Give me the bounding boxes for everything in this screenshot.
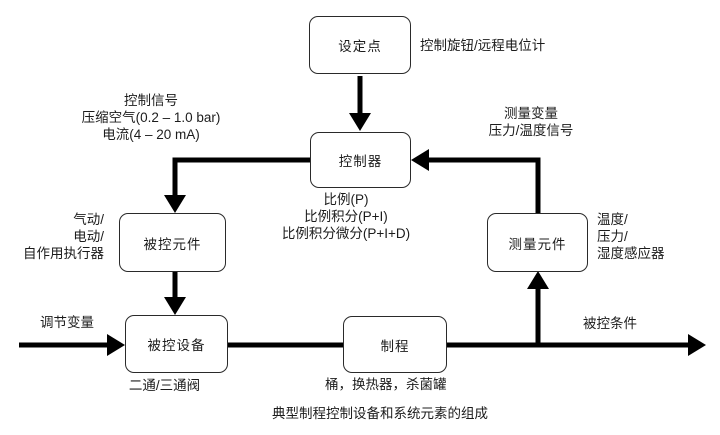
node-controlled-device: 被控设备: [125, 315, 228, 373]
node-process: 制程: [343, 316, 447, 373]
diagram-caption: 典型制程控制设备和系统元素的组成: [272, 406, 488, 421]
node-measuring-element: 测量元件: [487, 213, 588, 272]
label-control-signal-line2: 压缩空气(0.2 – 1.0 bar): [81, 110, 221, 125]
label-measured-variable: 测量变量 压力/温度信号: [451, 105, 611, 139]
label-control-signal-line1: 控制信号: [124, 93, 178, 108]
arrowhead-down-controller: [349, 113, 371, 131]
node-final-control-element: 被控元件: [119, 213, 226, 272]
node-setpoint: 设定点: [309, 16, 411, 74]
label-sensor-humidity: 湿度感应器: [597, 246, 665, 261]
arrowhead-right-output: [688, 334, 706, 356]
label-controlled-condition: 被控条件: [583, 316, 637, 331]
label-actuator-pneumatic: 气动/: [73, 212, 104, 227]
node-controller: 控制器: [310, 132, 411, 188]
label-control-modes: 比例(P) 比例积分(P+I) 比例积分微分(P+I+D): [246, 191, 446, 242]
label-actuator-types: 气动/ 电动/ 自作用执行器: [15, 211, 104, 262]
arrowhead-down-device: [164, 297, 186, 315]
label-process-examples: 桶，换热器，杀菌罐: [325, 377, 447, 392]
label-measured-variable-line1: 测量变量: [504, 106, 558, 121]
label-measured-variable-line2: 压力/温度信号: [488, 123, 574, 138]
label-control-signal-line3: 电流(4 – 20 mA): [102, 127, 200, 142]
label-sensor-temperature: 温度/: [597, 212, 628, 227]
label-sensor-pressure: 压力/: [597, 229, 628, 244]
arrowhead-up-measuring: [527, 271, 549, 289]
arrowhead-down-final-element: [164, 195, 186, 213]
label-setpoint-note: 控制旋钮/远程电位计: [420, 38, 546, 53]
label-control-mode-p: 比例(P): [323, 192, 369, 207]
label-actuator-electric: 电动/: [73, 229, 104, 244]
label-control-mode-pid: 比例积分微分(P+I+D): [281, 226, 411, 241]
label-manipulated-variable: 调节变量: [40, 315, 94, 330]
label-valve-types: 二通/三通阀: [128, 378, 201, 393]
label-control-signal: 控制信号 压缩空气(0.2 – 1.0 bar) 电流(4 – 20 mA): [61, 92, 241, 143]
label-sensor-types: 温度/ 压力/ 湿度感应器: [597, 211, 665, 262]
connector-measuring-to-controller: [429, 157, 541, 213]
arrowhead-right-device: [107, 334, 125, 356]
label-control-mode-pi: 比例积分(P+I): [304, 209, 388, 224]
arrowhead-left-controller: [411, 149, 429, 171]
label-actuator-selfacting: 自作用执行器: [23, 246, 104, 261]
connector-controller-to-final-element: [172, 157, 312, 196]
